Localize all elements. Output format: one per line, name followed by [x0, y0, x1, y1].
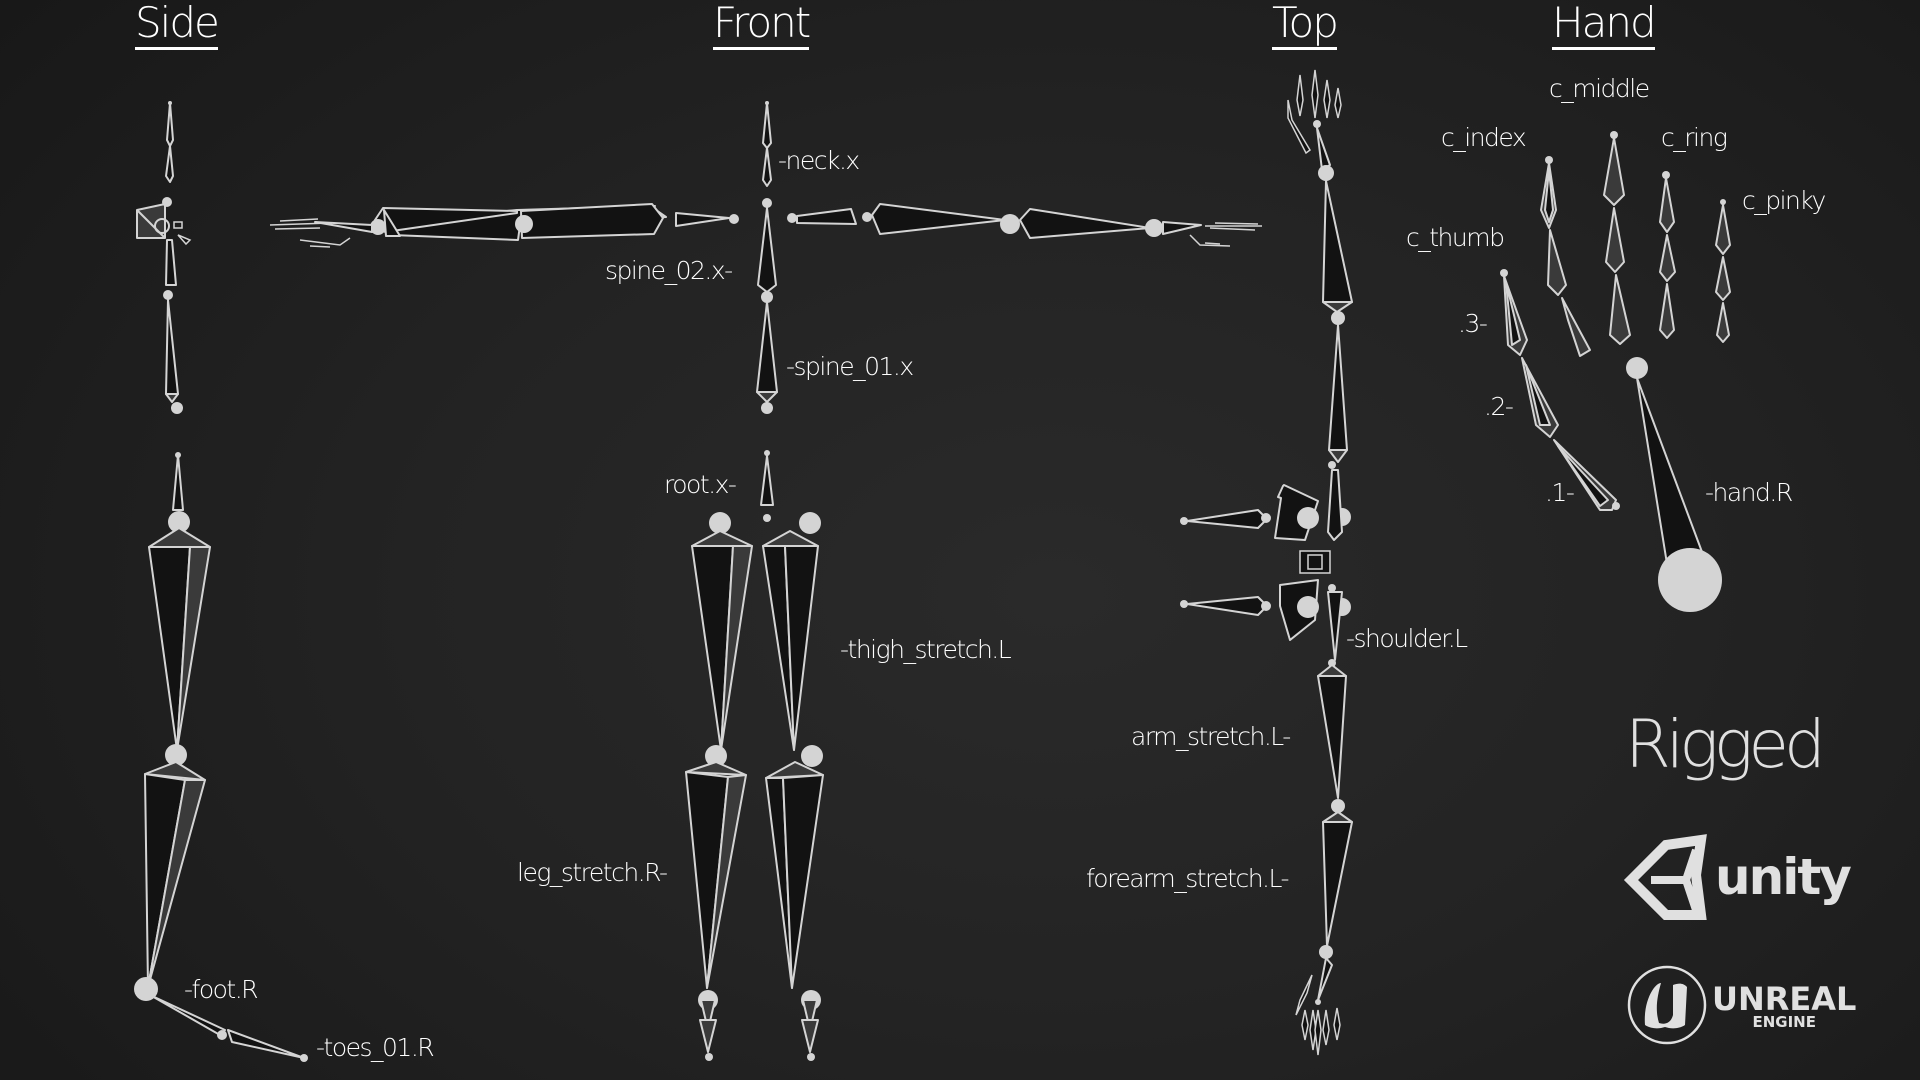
rigged-badge: Rigged [1625, 706, 1826, 783]
label-thumb-3: .3- [1458, 309, 1488, 338]
title-side: Side [135, 0, 220, 50]
unity-wordmark: unity [1715, 848, 1852, 906]
label-c-index: c_index [1441, 123, 1527, 152]
label-shoulder-l: -shoulder.L [1346, 624, 1468, 653]
label-toes-01-r: -toes_01.R [316, 1033, 435, 1062]
top-view-armature [1180, 69, 1353, 1056]
label-forearm-stretch-l: forearm_stretch.L- [1086, 864, 1290, 893]
label-root-x: root.x- [664, 470, 737, 499]
label-leg-stretch-r: leg_stretch.R- [517, 858, 668, 887]
front-view-armature [269, 101, 1262, 1061]
title-hand: Hand [1552, 0, 1657, 50]
unreal-wordmark-line1: UNREAL [1712, 980, 1857, 1018]
label-c-thumb: c_thumb [1406, 223, 1505, 252]
title-front: Front [713, 0, 811, 50]
label-foot-r: -foot.R [184, 975, 259, 1004]
label-c-pinky: c_pinky [1742, 186, 1826, 215]
label-neck-x: -neck.x [778, 146, 860, 175]
label-hand-r: -hand.R [1705, 478, 1793, 507]
label-c-middle: c_middle [1549, 74, 1650, 103]
label-thigh-stretch-l: -thigh_stretch.L [840, 635, 1012, 664]
label-spine-02-x: spine_02.x- [605, 256, 733, 285]
unreal-engine-logo: UNREAL ENGINE [1712, 983, 1856, 1030]
label-thumb-1: .1- [1545, 478, 1575, 507]
unreal-wordmark: UNREAL ENGINE [1712, 983, 1856, 1030]
label-arm-stretch-l: arm_stretch.L- [1131, 722, 1291, 751]
unity-logo: unity [1715, 848, 1852, 906]
label-c-ring: c_ring [1661, 123, 1728, 152]
unreal-logo-icon [1627, 965, 1707, 1045]
hand-view-armature [1500, 131, 1731, 612]
title-top: Top [1272, 0, 1339, 50]
label-spine-01-x: -spine_01.x [786, 352, 914, 381]
unreal-wordmark-line2: ENGINE [1752, 1013, 1816, 1031]
label-thumb-2: .2- [1484, 392, 1514, 421]
side-view-armature [134, 101, 308, 1062]
unity-logo-icon [1623, 834, 1707, 920]
